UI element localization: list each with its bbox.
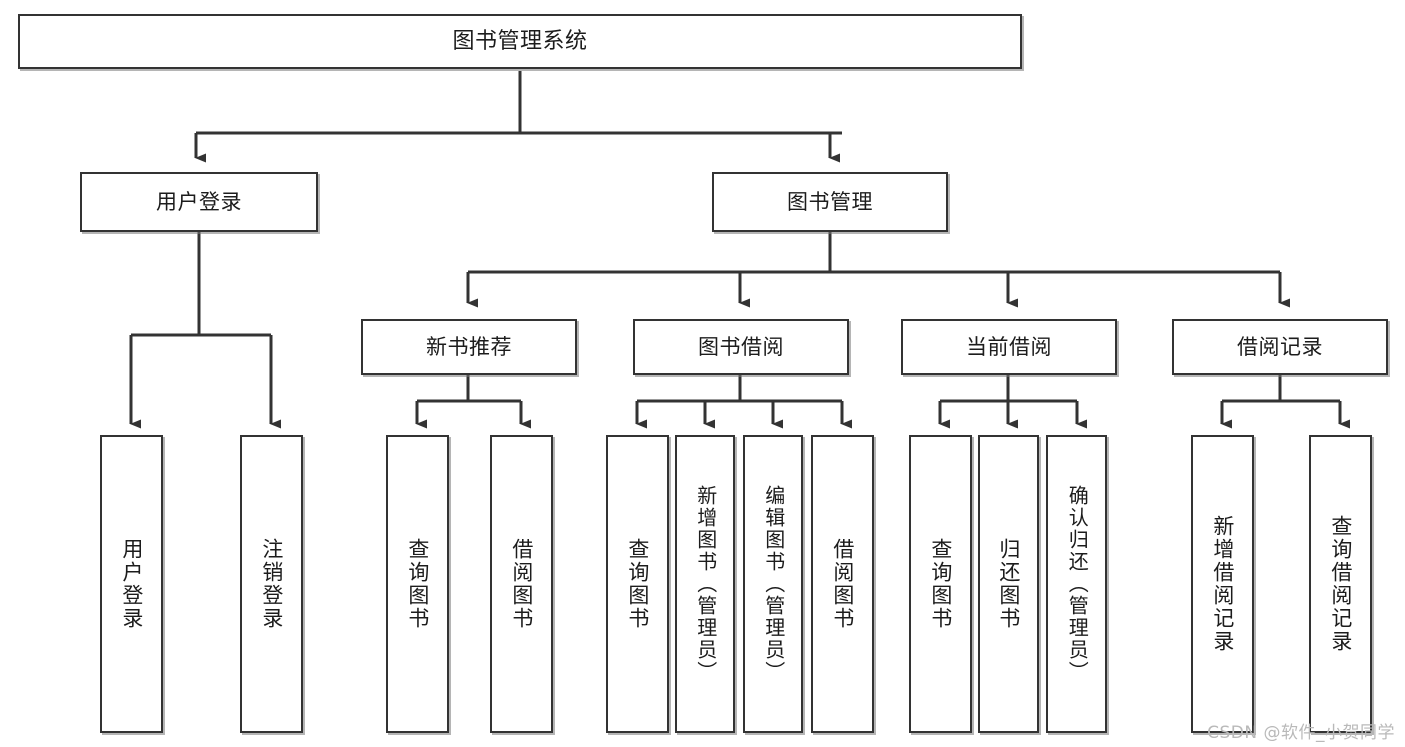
leaf-query-book-2[interactable]: 查询图书 xyxy=(606,435,669,733)
leaf-query-book-1[interactable]: 查询图书 xyxy=(386,435,449,733)
node-label: 查询借阅记录 xyxy=(1328,515,1353,653)
node-label: 用户登录 xyxy=(119,538,144,630)
node-label: 借阅图书 xyxy=(509,538,534,630)
node-user-login[interactable]: 用户登录 xyxy=(80,172,318,232)
leaf-add-book[interactable]: 新增图书（管理员） xyxy=(675,435,735,733)
node-new-book-rec[interactable]: 新书推荐 xyxy=(361,319,577,375)
leaf-borrow-book-2[interactable]: 借阅图书 xyxy=(811,435,874,733)
node-label: 编辑图书（管理员） xyxy=(761,485,786,683)
node-current-borrow[interactable]: 当前借阅 xyxy=(901,319,1117,375)
node-label: 新书推荐 xyxy=(426,334,512,359)
node-book-manage[interactable]: 图书管理 xyxy=(712,172,948,232)
node-label: 图书借阅 xyxy=(698,334,784,359)
node-label: 归还图书 xyxy=(996,538,1021,630)
leaf-query-book-3[interactable]: 查询图书 xyxy=(909,435,972,733)
node-label: 图书管理 xyxy=(787,189,873,214)
leaf-user-login[interactable]: 用户登录 xyxy=(100,435,163,733)
leaf-add-record[interactable]: 新增借阅记录 xyxy=(1191,435,1254,733)
node-label: 注销登录 xyxy=(259,538,284,630)
csdn-watermark: CSDN @软件_小贺同学 xyxy=(1207,723,1395,743)
node-label: 借阅记录 xyxy=(1237,334,1323,359)
node-label: 查询图书 xyxy=(625,538,650,630)
node-label: 用户登录 xyxy=(156,189,242,214)
node-root-system[interactable]: 图书管理系统 xyxy=(18,14,1022,69)
leaf-query-record[interactable]: 查询借阅记录 xyxy=(1309,435,1372,733)
node-label: 确认归还（管理员） xyxy=(1065,485,1090,683)
node-label: 新增借阅记录 xyxy=(1210,515,1235,653)
node-label: 当前借阅 xyxy=(966,334,1052,359)
leaf-return-book[interactable]: 归还图书 xyxy=(978,435,1039,733)
leaf-logout-login[interactable]: 注销登录 xyxy=(240,435,303,733)
node-label: 查询图书 xyxy=(928,538,953,630)
leaf-confirm-return[interactable]: 确认归还（管理员） xyxy=(1046,435,1107,733)
node-label: 借阅图书 xyxy=(830,538,855,630)
leaf-borrow-book-1[interactable]: 借阅图书 xyxy=(490,435,553,733)
node-book-borrow[interactable]: 图书借阅 xyxy=(633,319,849,375)
node-borrow-record[interactable]: 借阅记录 xyxy=(1172,319,1388,375)
leaf-edit-book[interactable]: 编辑图书（管理员） xyxy=(743,435,803,733)
node-label: 新增图书（管理员） xyxy=(693,485,718,683)
node-label: 查询图书 xyxy=(405,538,430,630)
node-label: 图书管理系统 xyxy=(452,28,588,54)
